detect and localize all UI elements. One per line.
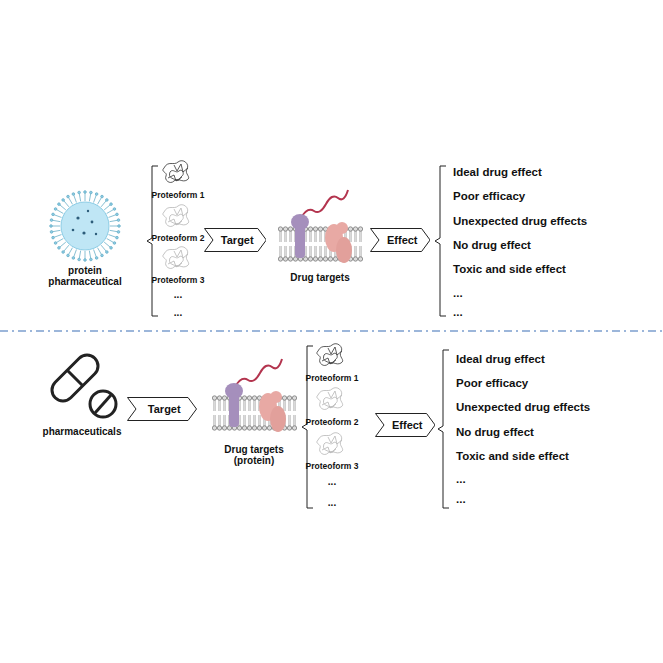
ellipsis: ... [328, 476, 336, 488]
proteoform-label: Proteoform 2 [306, 418, 359, 428]
effect-item: No drug effect [456, 426, 534, 439]
target-label: Drug targets [290, 272, 349, 284]
chevron-arrow: Target [204, 228, 267, 252]
chevron-label: Target [148, 403, 181, 415]
effect-item: No drug effect [453, 239, 531, 252]
ellipsis: ... [174, 289, 182, 301]
effect-item: Poor efficacy [453, 190, 525, 203]
proteoform-label: Proteoform 2 [152, 234, 205, 244]
effect-item: Toxic and side effect [456, 450, 569, 463]
icon-label: protein pharmaceutical [40, 265, 130, 288]
ellipsis: ... [328, 497, 336, 509]
chevron-arrow: Target [127, 397, 197, 421]
proteoform-label: Proteoform 1 [152, 191, 205, 201]
effect-item: Poor efficacy [456, 377, 528, 390]
proteoform-label: Proteoform 3 [306, 462, 359, 472]
chevron-label: Effect [387, 234, 418, 246]
chevron-label: Effect [392, 419, 423, 431]
chevron-arrow: Effect [370, 228, 431, 252]
icon-label: pharmaceuticals [43, 426, 122, 438]
ellipsis: ... [453, 306, 463, 319]
effect-item: Toxic and side effect [453, 263, 566, 276]
effect-item: Ideal drug effect [456, 353, 545, 366]
chevron-label: Target [221, 234, 254, 246]
effect-item: Unexpected drug effects [453, 215, 587, 228]
ellipsis: ... [456, 473, 466, 486]
ellipsis: ... [174, 307, 182, 319]
effect-item: Unexpected drug effects [456, 401, 590, 414]
chevron-outline [375, 414, 435, 437]
proteoform-label: Proteoform 3 [152, 276, 205, 286]
target-label: Drug targets (protein) [214, 444, 294, 467]
chevron-arrow: Effect [375, 413, 436, 437]
proteoform-label: Proteoform 1 [306, 374, 359, 384]
ellipsis: ... [453, 287, 463, 300]
chevron-outline [370, 229, 430, 252]
chevron-outline [128, 398, 197, 421]
effect-item: Ideal drug effect [453, 166, 542, 179]
chevron-outline [204, 229, 266, 252]
ellipsis: ... [456, 493, 466, 506]
